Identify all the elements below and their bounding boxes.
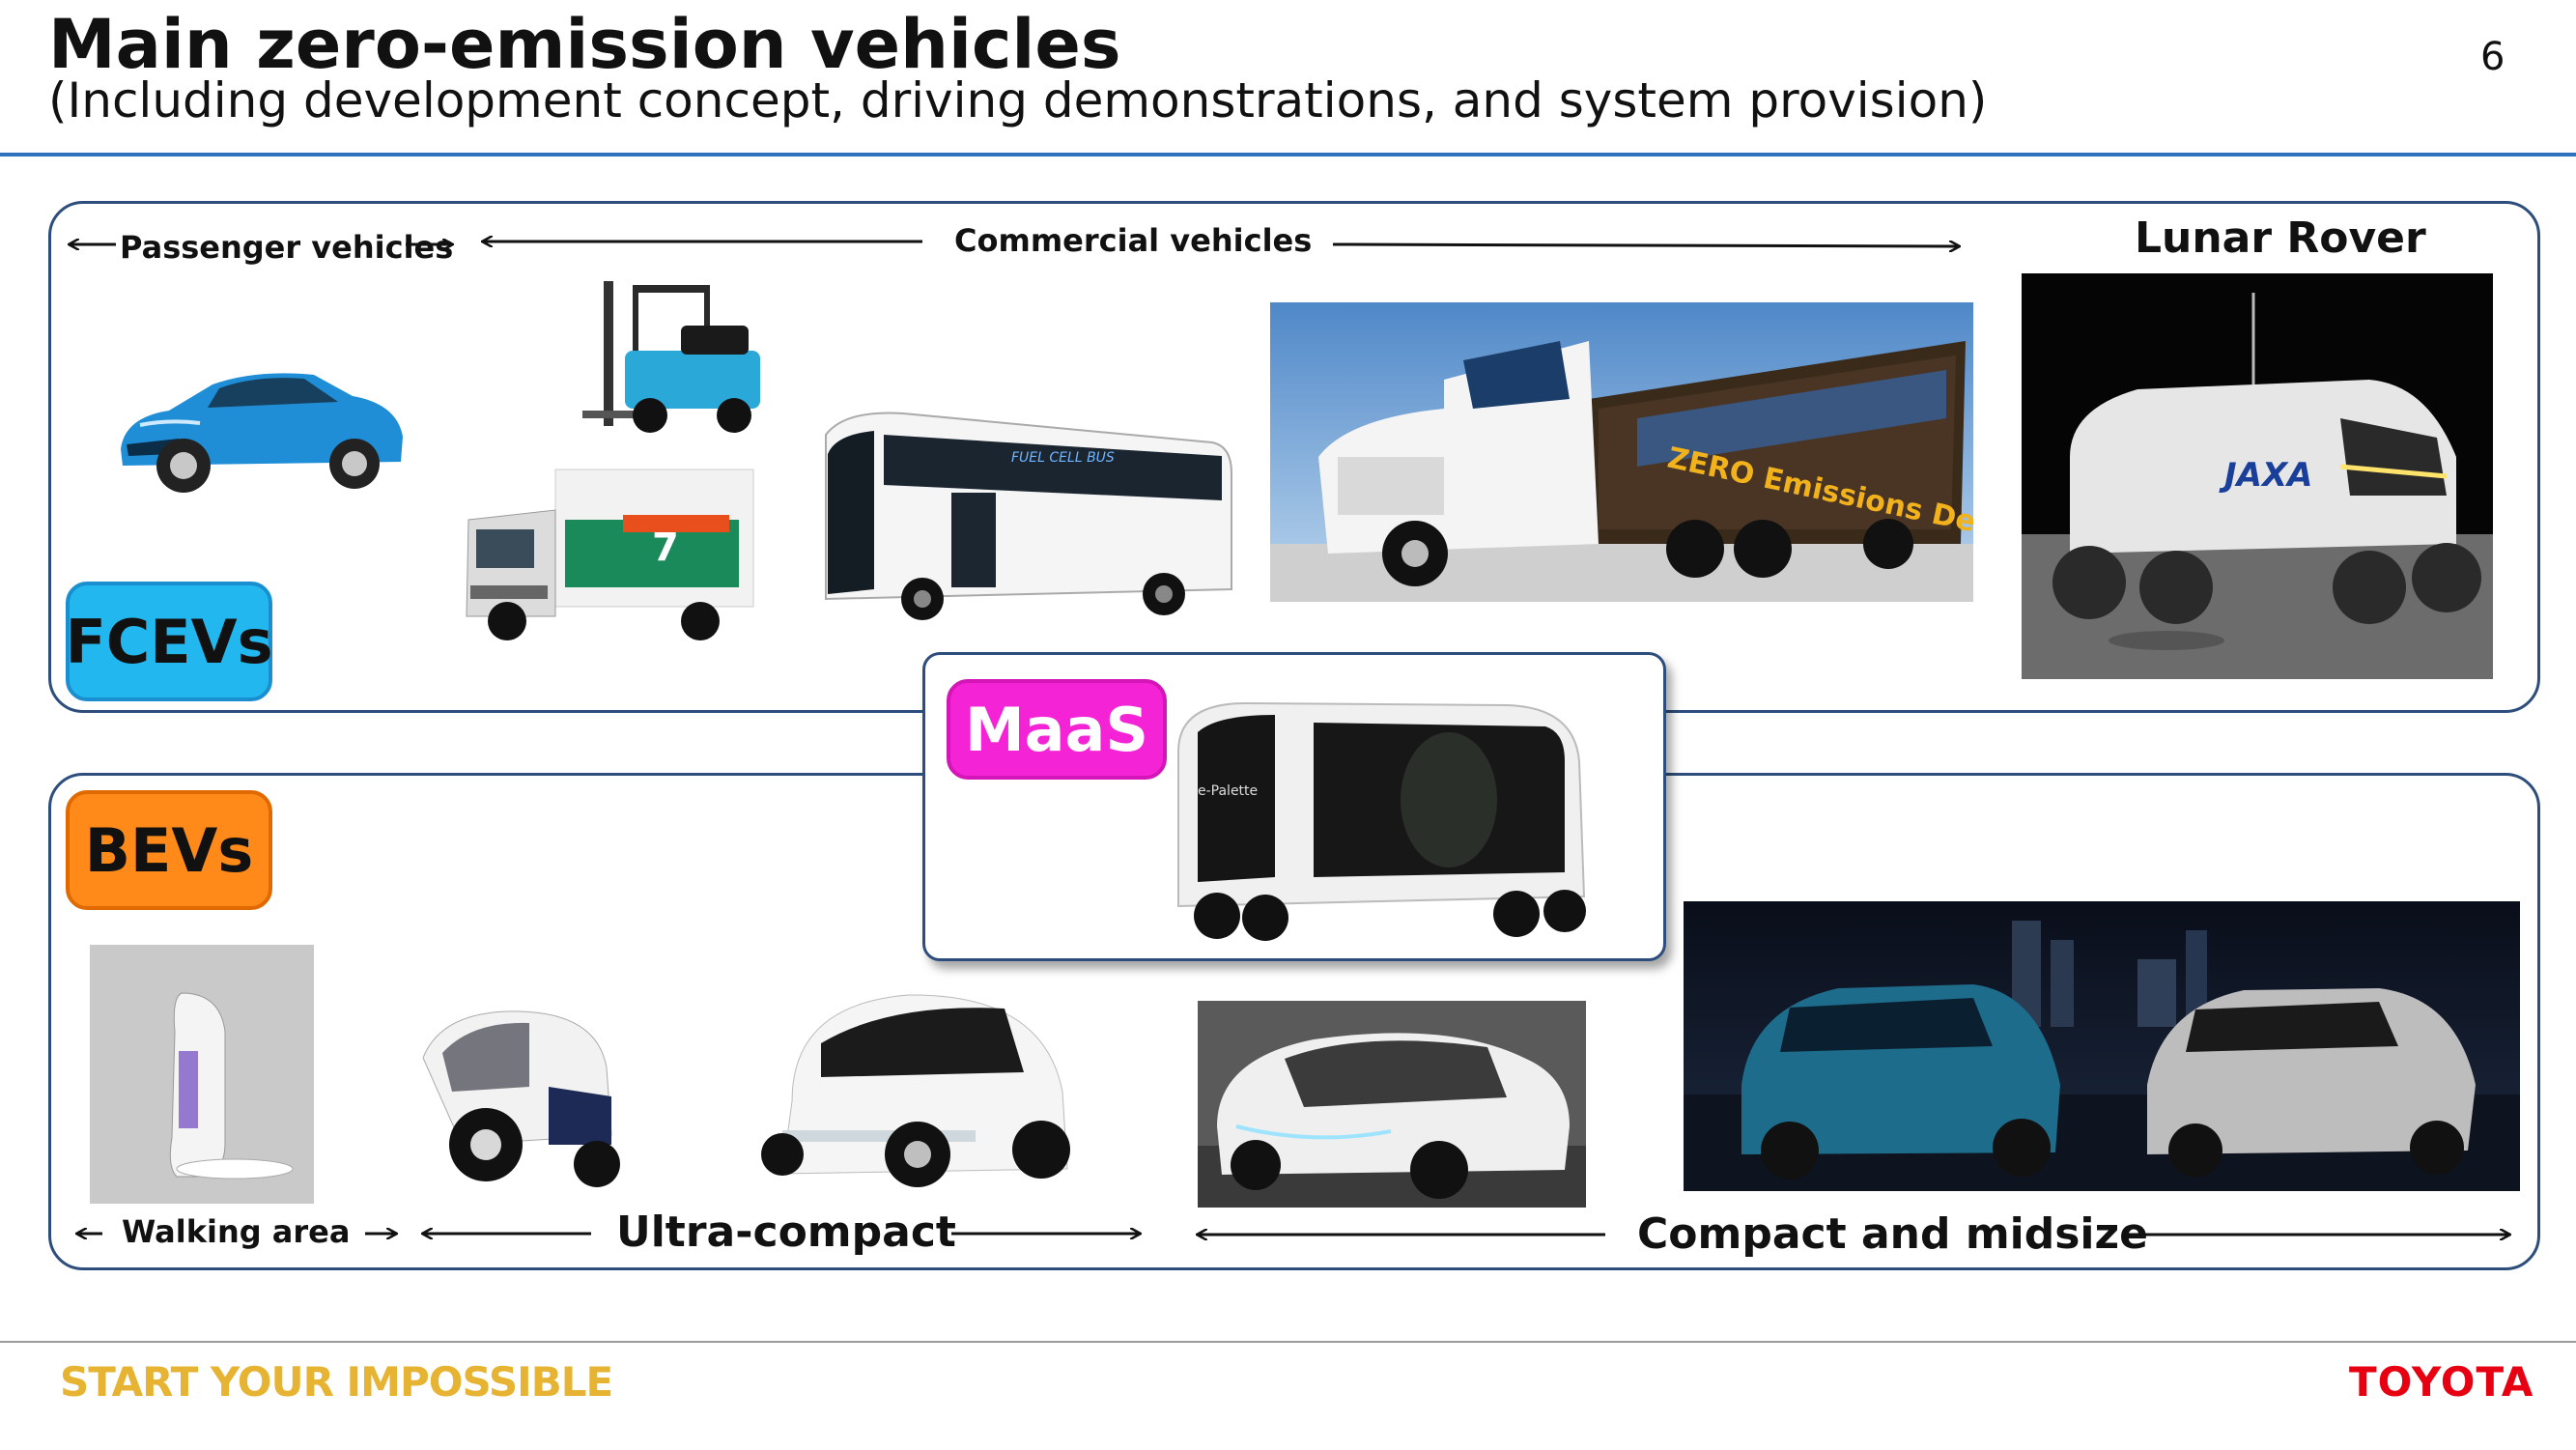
page-number: 6 (2480, 35, 2505, 79)
delivery-truck-photo: 7 (459, 462, 758, 645)
e-palette-lettering: e-Palette (1198, 783, 1258, 799)
walking-mobility-photo (90, 945, 314, 1204)
slide-subtitle: (Including development concept, driving … (48, 72, 1988, 128)
bevs-tag: BEVs (66, 790, 272, 910)
ultra-compact-label: Ultra-compact (616, 1208, 956, 1257)
svg-text:7: 7 (652, 526, 679, 570)
forklift-photo (565, 275, 773, 440)
commercial-arrow-right (1332, 244, 1959, 246)
compact-midsize-label: Compact and midsize (1637, 1209, 2148, 1259)
commercial-vehicles-label: Commercial vehicles (954, 222, 1313, 259)
footer-slogan: START YOUR IMPOSSIBLE (60, 1358, 613, 1406)
walking-area-label: Walking area (122, 1213, 351, 1250)
header-rule (0, 153, 2576, 156)
fuel-cell-sedan-photo (111, 357, 410, 498)
concept-i-photo (1198, 1001, 1586, 1208)
rover-lettering: JAXA (2219, 456, 2313, 495)
fuel-cell-bus-photo: FUEL CELL BUS (807, 396, 1243, 628)
lunar-rover-label: Lunar Rover (2135, 213, 2426, 263)
e-palette-photo: e-Palette (1140, 694, 1608, 950)
fcevs-tag: FCEVs (65, 582, 273, 701)
heavy-duty-truck-photo: ZERO Emissions Delivery (1270, 302, 1973, 602)
ultra-compact-concept-photo (753, 985, 1090, 1200)
slide-title: Main zero-emission vehicles (48, 5, 1121, 84)
suv-pair-photo (1684, 901, 2520, 1191)
footer-rule (0, 1341, 2576, 1343)
lunar-rover-photo: JAXA (2022, 273, 2493, 679)
brand-logo: TOYOTA (2349, 1358, 2534, 1406)
three-wheel-ev-photo (404, 1000, 645, 1193)
passenger-vehicles-label: Passenger vehicles (120, 229, 454, 266)
bus-lettering: FUEL CELL BUS (1011, 450, 1115, 466)
maas-tag: MaaS (947, 679, 1167, 780)
